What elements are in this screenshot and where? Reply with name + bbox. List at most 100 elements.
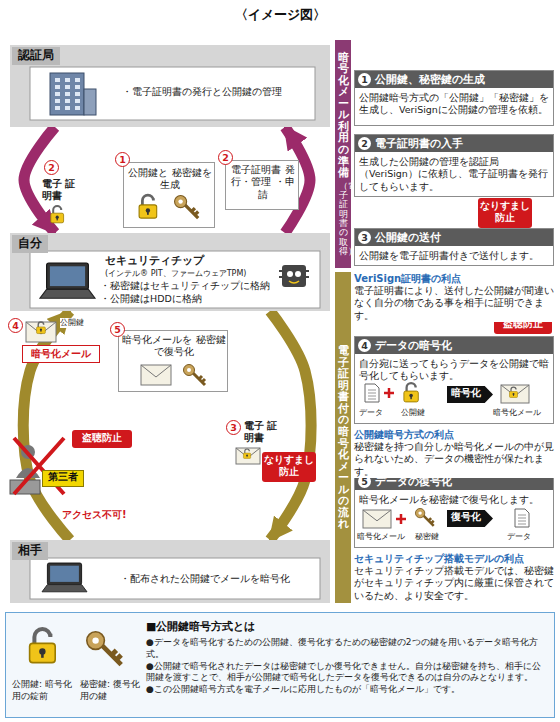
- document-icon-part: [518, 524, 526, 525]
- step-box: 2電子証明書の入手生成した公開鍵の管理を認証局（VeriSign）に依頼し、電子…: [354, 134, 554, 197]
- security-chip-character-part: [282, 265, 306, 287]
- node-text: セキュリティチップ: [105, 254, 290, 268]
- padlock-icon-part: [513, 394, 515, 396]
- node-text: ・配布された公開鍵でメールを暗号化: [120, 573, 315, 585]
- node-text: 復号化: [447, 511, 485, 523]
- key-icon-part: [418, 511, 421, 514]
- padlock-icon-part: [243, 453, 250, 458]
- security-chip-character: [279, 265, 309, 287]
- step-header-bar: [355, 135, 553, 152]
- envelope-icon-part: [26, 322, 56, 342]
- padlock-icon-part: [246, 455, 248, 457]
- envelope-icon-part: [141, 365, 171, 377]
- building-icon: [50, 73, 96, 115]
- plus-sign: [396, 514, 406, 524]
- building-icon-part: [65, 99, 70, 103]
- node-text: ●公開鍵で暗号化されたデータは秘密鍵でしか復号化できません。自分は秘密鍵を持ち、…: [146, 661, 546, 684]
- node-text: (インテル® PIT、ファームウェアTPM): [105, 269, 295, 279]
- step-box: 4データの暗号化自分宛に送ってもらうデータを公開鍵で暗号化してもらいます。暗号化…: [354, 336, 554, 424]
- callout-box: 電子証明書 発行・管理 ・申請: [225, 160, 299, 210]
- benefit-heading: 公開鍵暗号方式の利点: [354, 428, 554, 441]
- laptop-icon: [42, 563, 87, 592]
- padlock-icon-part: [407, 383, 416, 391]
- padlock-icon-part: [245, 449, 250, 453]
- envelope-icon-part: [236, 448, 260, 464]
- warning-text: アクセス不可!: [62, 508, 127, 521]
- padlock-icon-part: [139, 205, 157, 218]
- security-chip-character-part: [289, 281, 299, 283]
- padlock-icon-part: [246, 454, 248, 456]
- step-box: 1公開鍵、秘密鍵の生成公開鍵暗号方式の「公開鍵」「秘密鍵」を生成し、VeriSi…: [354, 70, 554, 126]
- document-icon-part: [368, 399, 376, 400]
- node-text: （電子証明書の取得）: [339, 182, 348, 257]
- padlock-icon: [37, 322, 46, 334]
- building-icon-part: [75, 106, 80, 110]
- padlock-icon: [404, 383, 418, 402]
- plus-sign: [384, 388, 394, 398]
- security-chip-character-part: [295, 271, 301, 277]
- node-text: ■公開鍵暗号方式とは: [146, 620, 546, 634]
- building-icon-part: [50, 73, 84, 115]
- definition-box: ■公開鍵暗号方式とは●データを暗号化するための公開鍵、復号化するための秘密鍵の2…: [5, 612, 555, 718]
- node-text: 公開鍵の送付: [375, 231, 441, 245]
- envelope-icon-part: [363, 510, 391, 528]
- node-text: 公開鍵と 秘密鍵を生成: [128, 167, 212, 192]
- padlock-icon-part: [37, 327, 46, 334]
- envelope-icon-part: [501, 385, 529, 403]
- padlock-icon-part: [513, 393, 515, 395]
- node-text: 相手: [12, 542, 48, 560]
- step-number: 3: [358, 231, 371, 244]
- building-icon-part: [55, 92, 60, 96]
- padlock-icon-part: [510, 392, 518, 398]
- building-icon-part: [65, 106, 70, 110]
- third-party-tag: 第三者: [42, 470, 84, 487]
- inner-panel: [30, 251, 320, 308]
- node-text: 公開鍵を電子証明書付きで送付します。: [359, 250, 549, 262]
- key-icon-part: [415, 508, 424, 517]
- security-chip-character-part: [287, 271, 293, 277]
- document-icon: [515, 509, 529, 527]
- node-text: 自分宛に送ってもらうデータを公開鍵で暗号化してもらいます。: [359, 358, 549, 383]
- envelope-icon: [501, 385, 529, 403]
- certificate-label: 電子 証明書: [244, 420, 278, 445]
- node-text: 電子証明書付の暗号化メールの流れ: [338, 345, 349, 530]
- encrypted-mail-box: 暗号化メール: [22, 345, 100, 363]
- key-icon: [175, 196, 199, 219]
- vertical-band: 電子証明書付の暗号化メールの流れ: [335, 272, 351, 603]
- security-chip-character-part: [279, 271, 309, 277]
- inner-panel: [30, 67, 315, 120]
- node-text: ・電子証明書の発行と公開鍵の管理: [122, 85, 310, 98]
- building-icon-part: [55, 99, 60, 103]
- node-text: 認証局: [12, 47, 60, 65]
- node-text: ・秘密鍵はセキュリティチップに格納: [100, 280, 290, 292]
- key-icon-part: [92, 637, 98, 643]
- envelope-icon-part: [141, 365, 171, 385]
- node-text: 生成した公開鍵の管理を認証局（VeriSign）に依頼し、電子証明書を発行しても…: [359, 156, 549, 193]
- padlock-icon: [139, 195, 157, 218]
- benefit-text: 電子証明書により、送付した公開鍵が間違いなく自分の物である事を相手に証明できます…: [354, 285, 554, 322]
- padlock-icon-part: [53, 206, 61, 213]
- document-icon-part: [365, 384, 379, 402]
- envelope-icon: [236, 448, 260, 464]
- callout-number: 5: [110, 322, 125, 337]
- key-icon-part: [184, 365, 195, 376]
- envelope-icon-part: [236, 448, 260, 458]
- step-box: 3 公開鍵の送付公開鍵を電子証明書付きで送付します。: [354, 228, 554, 266]
- icon-caption: 公開鍵: 暗号化用の錠前: [12, 679, 78, 702]
- document-icon-part: [368, 393, 376, 394]
- envelope-icon: [363, 510, 391, 528]
- padlock-icon-part: [410, 396, 411, 400]
- padlock-icon-part: [142, 195, 153, 205]
- partner-panel: 相手・配布された公開鍵でメールを暗号化: [10, 540, 330, 603]
- key-icon-part: [185, 205, 198, 218]
- callout-number: 4: [8, 318, 23, 333]
- self-panel: 自分セキュリティチップ(インテル® PIT、ファームウェアTPM)・秘密鍵はセキ…: [10, 233, 330, 311]
- laptop-icon-part: [40, 289, 95, 298]
- building-icon-part: [75, 99, 80, 103]
- padlock-icon-part: [41, 651, 44, 657]
- node-text: なりすまし 防止: [478, 200, 532, 224]
- node-text: 盗聴防止: [72, 432, 132, 444]
- document-icon-part: [515, 509, 529, 527]
- icon-caption: 公開鍵: [401, 408, 425, 418]
- padlock-icon: [51, 206, 64, 223]
